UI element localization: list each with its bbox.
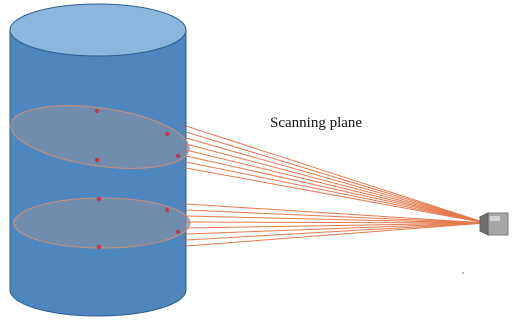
lower-laser-line-4 [185, 221, 487, 224]
scan-dot [462, 272, 464, 274]
lower-laser-line-5 [185, 222, 487, 229]
lower-laser-line-7 [185, 222, 487, 241]
upper-marker-left [94, 108, 100, 114]
upper-laser-line-2 [185, 131, 487, 224]
lower-laser-line-8 [185, 222, 487, 247]
camera-icon [479, 212, 509, 236]
scanning-plane-label: Scanning plane [270, 115, 363, 131]
lower-scan-ellipse [13, 197, 191, 249]
upper-scan-ellipse [10, 105, 190, 169]
lower-laser-line-6 [185, 222, 487, 235]
camera-lens [479, 212, 489, 236]
cylinder-body [9, 29, 187, 317]
upper-marker-bottom [175, 153, 181, 159]
upper-laser-line-7 [185, 161, 487, 224]
marker-points [94, 108, 181, 250]
upper-laser-line-4 [185, 143, 487, 224]
upper-marker-center [94, 157, 100, 163]
upper-laser-line-6 [185, 155, 487, 224]
upper-marker-right [164, 131, 170, 137]
camera-shadow [490, 216, 500, 221]
lower-marker-center [96, 244, 102, 250]
lower-laser-line-3 [185, 215, 487, 224]
upper-laser-line-3 [185, 137, 487, 224]
lower-laser-line-2 [185, 209, 487, 224]
upper-laser-line-8 [185, 167, 487, 224]
cylinder-top [9, 3, 187, 57]
laser-lines [185, 125, 487, 247]
lower-marker-right [164, 207, 170, 213]
lower-marker-bottom [175, 229, 181, 235]
scan-planes [10, 105, 191, 249]
upper-laser-line-1 [185, 125, 487, 224]
upper-laser-line-5 [185, 149, 487, 224]
lower-laser-line-1 [185, 203, 487, 224]
lower-marker-left [96, 196, 102, 202]
